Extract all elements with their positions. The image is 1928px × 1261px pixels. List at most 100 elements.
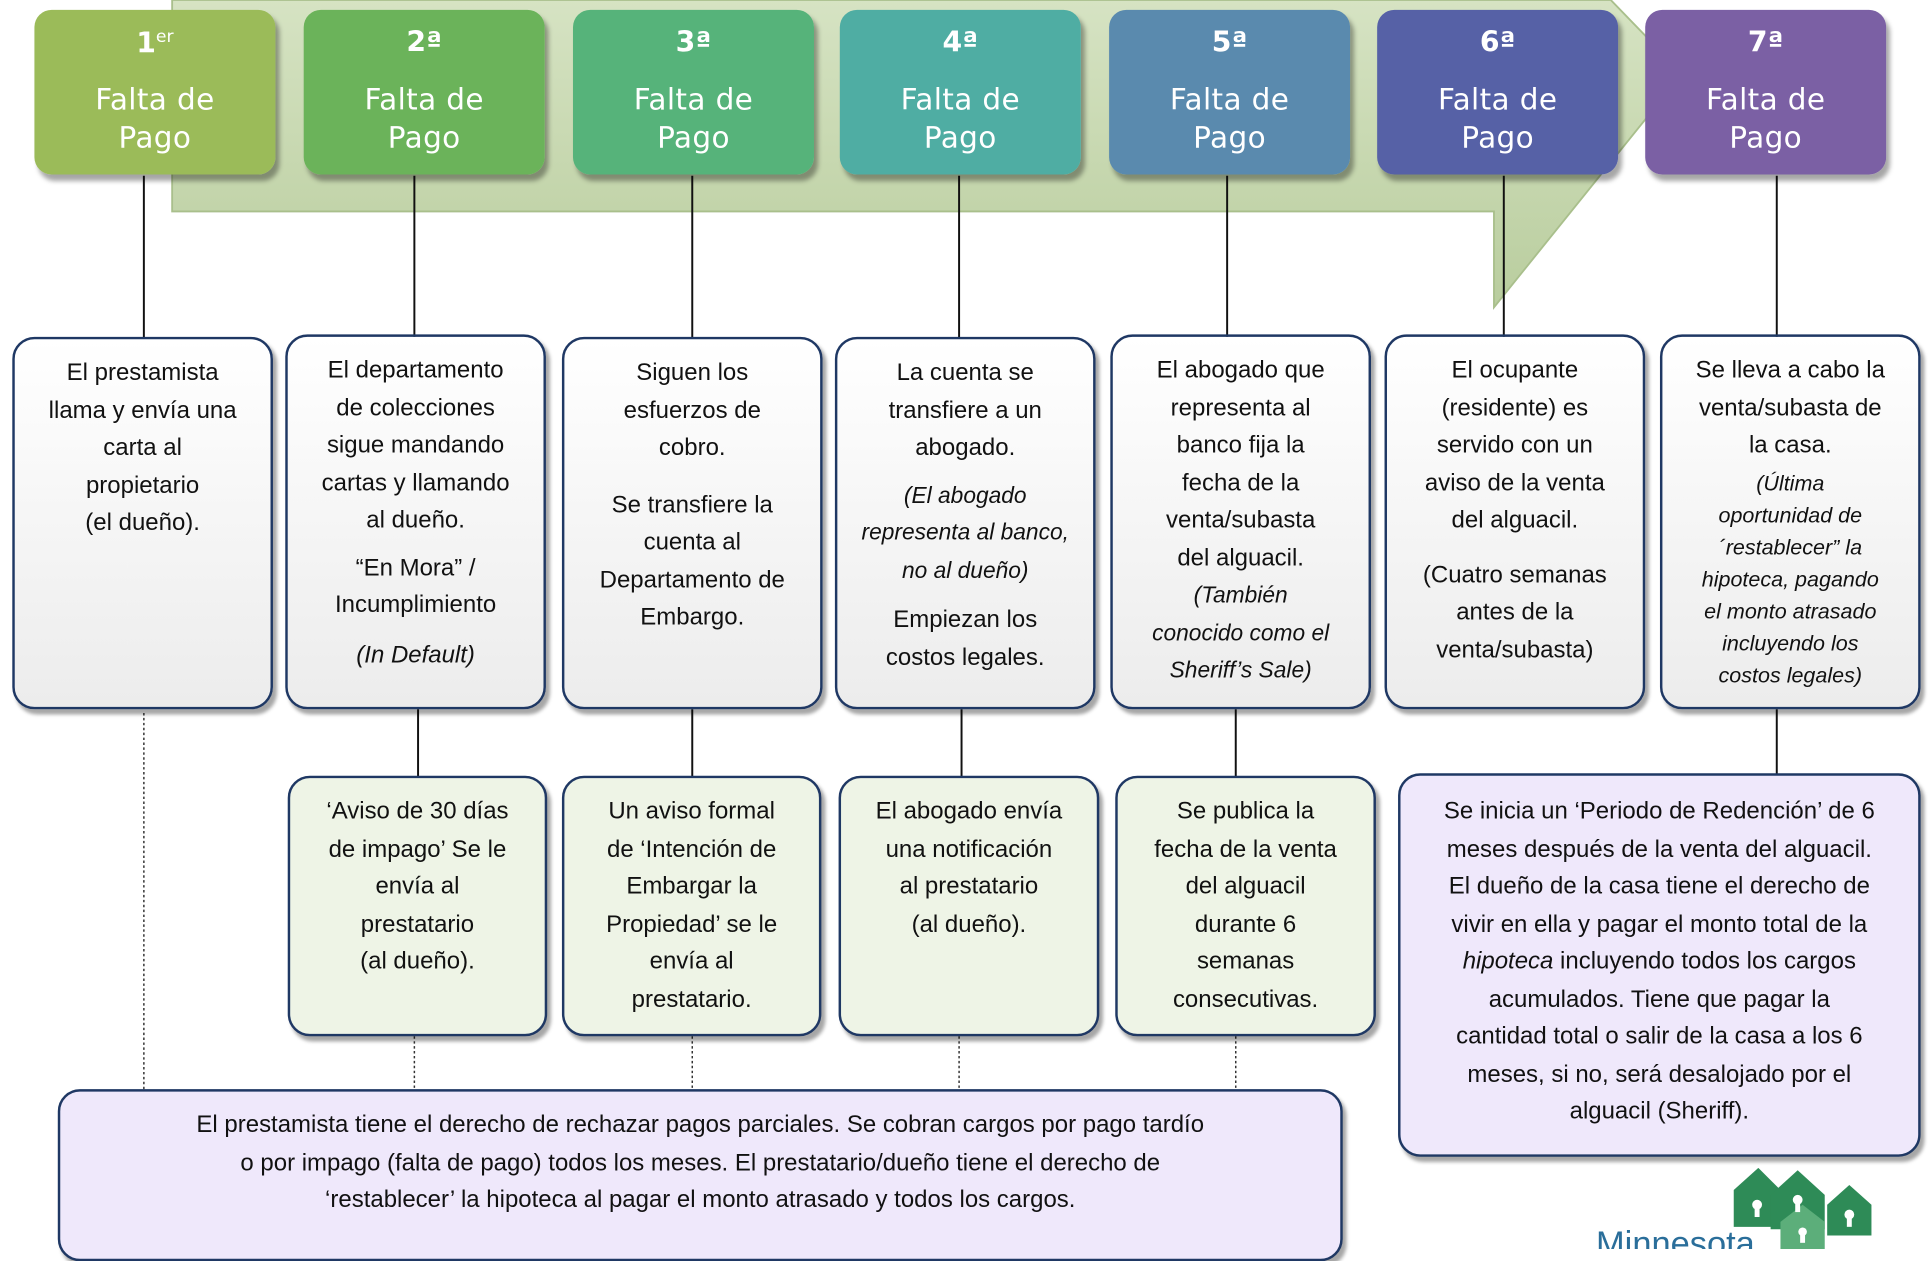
text-line: de ‘Intención de xyxy=(606,835,777,863)
text-line: del alguacil. xyxy=(1451,506,1579,534)
text-line: envía al xyxy=(649,947,734,975)
text-line: antes de la xyxy=(1456,598,1574,626)
text-line: acumulados. Tiene que pagar la xyxy=(1488,985,1830,1013)
text-line: semanas xyxy=(1196,947,1295,975)
text-line: durante 6 xyxy=(1194,910,1297,938)
text-line: costos legales) xyxy=(1718,661,1863,687)
text-line: incluyendo los xyxy=(1722,630,1859,655)
text-line: Incumplimiento xyxy=(334,591,497,619)
text-line: venta/subasta) xyxy=(1436,636,1594,664)
text-line: oportunidad de xyxy=(1718,502,1863,527)
text-line: sigue mandando xyxy=(326,431,505,459)
text-line: Propiedad’ se le xyxy=(606,910,778,938)
text-line: cobro. xyxy=(658,433,726,461)
text-line: consecutivas. xyxy=(1172,985,1319,1013)
text-line: El ocupante xyxy=(1451,356,1579,384)
text-line: transfiere a un xyxy=(888,396,1042,424)
text-line: (residente) es xyxy=(1441,393,1589,422)
text-line: El departamento xyxy=(327,356,504,384)
stage-3-notice: Un aviso formal de ‘Intención de Embargar … xyxy=(561,775,822,1037)
card-text: Se inicia un ‘Periodo de Redención’ de 6… xyxy=(1443,797,1875,1125)
text-line: Empiezan los xyxy=(893,606,1038,634)
text-line: El abogado que xyxy=(1156,356,1325,384)
card-note: (Última oportunidad de ´restablecer” la hip… xyxy=(1672,467,1908,691)
text-line: ´restablecer” la xyxy=(1718,534,1863,559)
text-line: ‘restablecer’ la hipoteca al pagar el mo… xyxy=(325,1186,1076,1214)
text-line: vivir en ella y pagar el monto total de … xyxy=(1451,910,1868,938)
card-text: (In Default) xyxy=(356,641,475,669)
text-line: aviso de la venta xyxy=(1424,468,1605,497)
minnesota-logo: Minnesota xyxy=(1586,1167,1928,1249)
text-line: meses después de la venta del alguacil. xyxy=(1446,835,1872,863)
stage-1-description: El prestamista llama y envía una carta al p… xyxy=(12,336,273,710)
text-line: prestatario xyxy=(360,910,475,938)
text-line: Embargo. xyxy=(640,603,745,631)
stage-2-notice: ‘Aviso de 30 días de impago’ Se le envía a… xyxy=(287,775,548,1037)
text-line: conocido como el xyxy=(1152,618,1330,645)
text-line: banco fija la xyxy=(1176,431,1305,459)
text-line: representa al banco, xyxy=(861,518,1069,545)
text-line: de colecciones xyxy=(336,393,495,422)
text-line: fecha de la xyxy=(1182,468,1300,497)
text-line: el monto atrasado xyxy=(1704,598,1877,623)
text-line: fecha de la venta xyxy=(1154,835,1337,863)
card-text: (Cuatro semanas antes de la venta/subasta) xyxy=(1397,556,1633,668)
text-line: ‘Aviso de 30 días xyxy=(326,797,509,825)
text-line: El prestamista xyxy=(66,358,219,387)
text-line: carta al xyxy=(103,433,182,461)
text-line: El abogado envía xyxy=(875,797,1063,825)
card-text: Un aviso formal de ‘Intención de Embargar … xyxy=(574,793,809,1018)
text-line: llama y envía una xyxy=(48,396,237,424)
card-text: El prestamista llama y envía una carta al p… xyxy=(25,354,261,541)
text-line: propietario xyxy=(85,471,200,499)
house-logo-icon: Minnesota xyxy=(1596,1167,1872,1249)
text-line: de impago’ Se le xyxy=(328,835,507,863)
text-line: (Cuatro semanas xyxy=(1422,561,1607,589)
text-line: Embargar la xyxy=(626,872,757,900)
text-line: Departamento de xyxy=(599,566,785,594)
text-line: hipoteca, pagando xyxy=(1701,566,1879,591)
text-line: esfuerzos de xyxy=(623,396,761,424)
text-line: Un aviso formal xyxy=(608,797,775,825)
text-line: Sheriff’s Sale) xyxy=(1169,656,1312,683)
text-line: La cuenta se xyxy=(896,358,1034,387)
text-line: Se inicia un ‘Periodo de Redención’ de 6 xyxy=(1443,797,1875,825)
stage-number: 1er xyxy=(136,27,174,60)
text-line: la casa. xyxy=(1748,431,1832,459)
stage-number: 6ª xyxy=(1479,27,1516,60)
card-text: “En Mora” /Incumplimiento xyxy=(298,549,534,624)
text-line: venta/subasta de xyxy=(1698,393,1882,422)
text-line: envía al xyxy=(375,872,460,900)
text-line: cantidad total o salir de la casa a los … xyxy=(1456,1022,1863,1050)
text-line: (al dueño). xyxy=(360,947,475,975)
logo-text: Minnesota xyxy=(1596,1225,1756,1249)
text-line: (Última xyxy=(1756,470,1825,495)
text-line: cuenta al xyxy=(643,528,741,556)
stage-number: 7ª xyxy=(1747,27,1784,60)
text-line: meses, si no, será desalojado por el xyxy=(1467,1060,1852,1088)
text-line: Siguen los xyxy=(636,358,749,387)
text-line: no al dueño) xyxy=(901,556,1029,583)
